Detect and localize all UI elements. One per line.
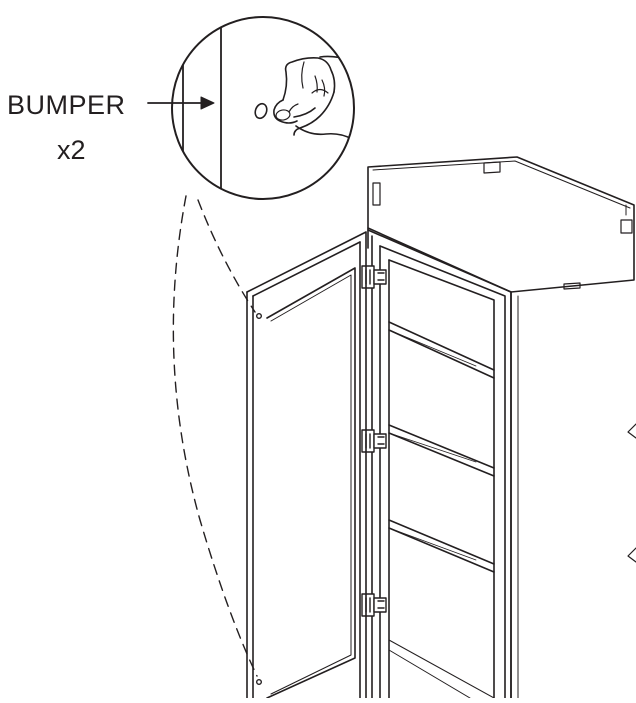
bumper-detail: [254, 102, 268, 120]
edge-arrow-marks: [627, 423, 636, 563]
callout-arrow: [147, 96, 215, 110]
shelf: [388, 519, 495, 573]
cabinet-door: [246, 231, 367, 699]
hinge-bottom: [361, 593, 387, 617]
door-outer-edge: [246, 231, 367, 699]
shelf: [388, 321, 495, 379]
top-bracket: [372, 182, 381, 206]
leader-lines: [172, 195, 258, 677]
door-glass-panel: [266, 267, 356, 699]
top-bracket: [563, 282, 581, 290]
top-bracket: [620, 219, 633, 234]
shelf: [388, 424, 495, 477]
top-bracket: [483, 161, 501, 174]
door-bumper: [256, 679, 263, 686]
part-name-label: BUMPER: [7, 90, 126, 120]
door-bumper: [256, 313, 263, 320]
detail-magnifier: [171, 16, 355, 200]
cabinet-top-panel: [367, 156, 635, 293]
cabinet-body: [367, 156, 635, 699]
part-quantity-label: x2: [57, 135, 86, 165]
